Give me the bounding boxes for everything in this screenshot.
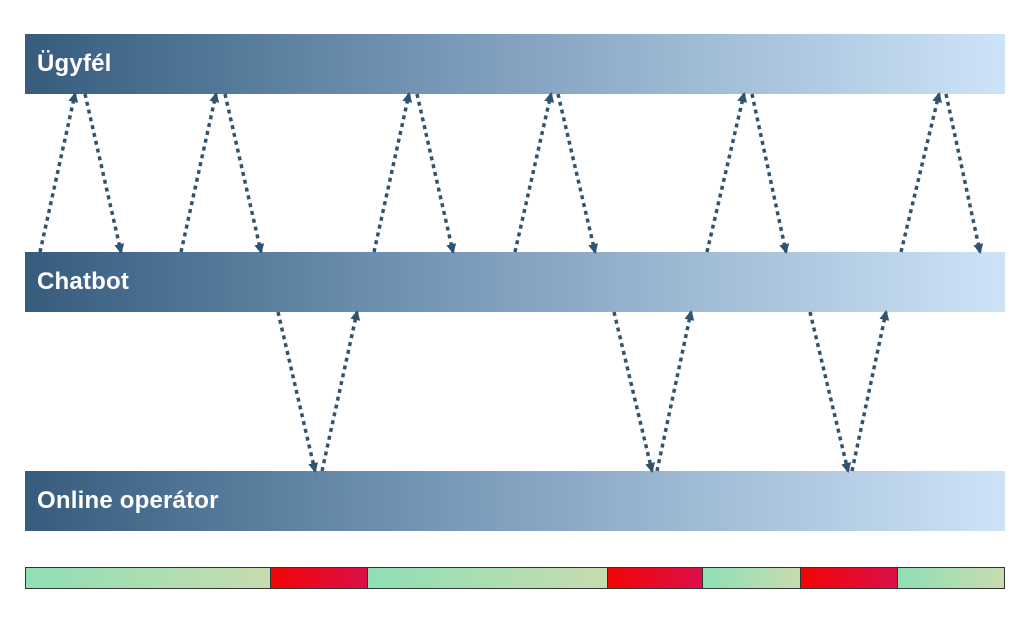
timeline-segment-operator bbox=[800, 568, 899, 588]
chatbot-lane-label: Chatbot bbox=[37, 268, 130, 295]
timeline-segment-chatbot bbox=[26, 568, 271, 588]
timeline-segment-chatbot bbox=[898, 568, 1004, 588]
message-arrow-operator-to-chatbot bbox=[320, 310, 361, 472]
timeline-segment-operator bbox=[607, 568, 703, 588]
operator-lane: Online operátor bbox=[25, 471, 1005, 531]
chatbot-lane: Chatbot bbox=[25, 252, 1005, 312]
message-arrow-customer-to-chatbot bbox=[83, 93, 125, 254]
message-arrow-chatbot-to-operator bbox=[612, 311, 656, 473]
timeline-segment-chatbot bbox=[368, 568, 608, 588]
operator-lane-label: Online operátor bbox=[37, 487, 219, 514]
message-arrow-customer-to-chatbot bbox=[944, 93, 984, 254]
message-arrow-chatbot-to-operator bbox=[276, 311, 319, 473]
handling-timeline bbox=[25, 567, 1005, 589]
message-arrow-chatbot-to-customer bbox=[38, 92, 79, 253]
message-arrow-chatbot-to-customer bbox=[899, 92, 942, 253]
message-arrow-chatbot-to-operator bbox=[808, 311, 852, 473]
message-arrow-customer-to-chatbot bbox=[223, 93, 265, 254]
message-arrow-chatbot-to-customer bbox=[705, 92, 748, 253]
message-arrow-chatbot-to-customer bbox=[513, 92, 555, 253]
message-arrow-chatbot-to-customer bbox=[372, 92, 413, 253]
timeline-segment-operator bbox=[270, 568, 369, 588]
timeline-segment-chatbot bbox=[702, 568, 801, 588]
message-arrow-customer-to-chatbot bbox=[556, 93, 599, 254]
message-arrow-customer-to-chatbot bbox=[750, 93, 790, 254]
message-arrow-chatbot-to-customer bbox=[179, 92, 220, 253]
customer-lane-label: Ügyfél bbox=[37, 50, 112, 77]
message-arrow-operator-to-chatbot bbox=[850, 310, 890, 472]
message-arrow-customer-to-chatbot bbox=[415, 93, 457, 254]
message-arrow-operator-to-chatbot bbox=[655, 310, 695, 472]
customer-lane: Ügyfél bbox=[25, 34, 1005, 94]
